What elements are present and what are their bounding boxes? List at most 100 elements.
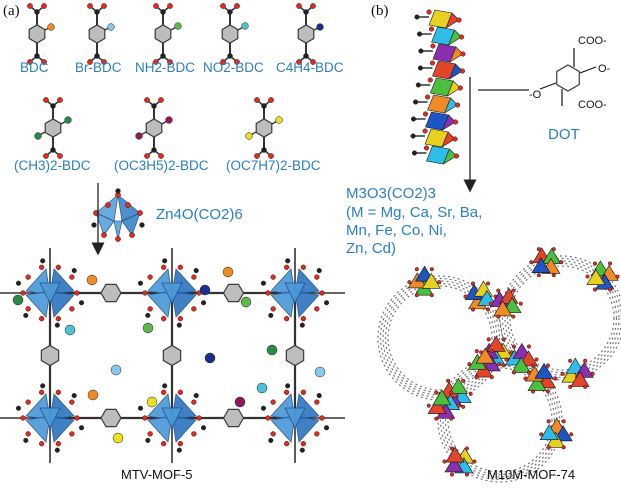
oxygen-atom	[115, 236, 121, 242]
oxygen-atom	[530, 363, 536, 368]
oxygen-atom	[39, 316, 45, 322]
oxygen-atom	[161, 264, 167, 270]
oxygen-atom	[57, 97, 63, 103]
oxygen-atom	[27, 59, 33, 65]
metal-octahedron	[475, 347, 495, 364]
carbon-atom	[303, 9, 309, 15]
oxygen-atom	[69, 431, 75, 437]
oxygen-atom	[559, 260, 564, 265]
substituent-sphere	[87, 389, 99, 401]
oxygen-atom	[536, 273, 541, 278]
oxygen-atom	[486, 337, 491, 342]
oxygen-atom	[530, 389, 536, 394]
oxygen-atom	[55, 441, 61, 447]
zn4o-sbu	[91, 188, 145, 242]
oxygen-atom	[536, 247, 541, 252]
oxygen-atom	[546, 419, 551, 424]
oxygen-atom	[446, 378, 451, 383]
rod-sbu-cluster	[426, 389, 461, 421]
oxygen-atom	[20, 415, 26, 421]
oxygen-atom	[20, 290, 26, 296]
oxygen-atom	[125, 202, 131, 208]
substituent-sphere	[112, 432, 124, 444]
metal-list-line-3: Zn, Cd)	[346, 240, 397, 257]
carbon-atom	[78, 425, 85, 431]
oxygen-atom	[300, 441, 306, 447]
oxygen-atom	[270, 431, 276, 437]
oxygen-atom	[427, 77, 433, 83]
oxygen-atom	[470, 307, 476, 312]
znO4-tetrahedron	[39, 282, 61, 304]
oxygen-atom	[545, 363, 551, 368]
znO4-tetrahedron	[121, 212, 141, 236]
carbon-atom	[200, 425, 207, 431]
oxygen-atom	[270, 274, 276, 280]
substituent-sphere	[142, 322, 154, 334]
oxygen-atom	[314, 399, 320, 405]
metal-octahedron	[441, 114, 456, 131]
oxygen-atom	[434, 390, 439, 395]
oxygen-atom	[429, 267, 434, 272]
linker-label-ch3-2-bdc: (CH3)2-BDC	[14, 158, 91, 173]
oxygen-atom	[464, 472, 470, 477]
oxygen-atom	[268, 97, 274, 103]
substituent-atom	[165, 116, 173, 124]
oxygen-atom	[501, 337, 506, 342]
panel-a-label: (a)	[3, 3, 20, 19]
oxygen-atom	[55, 264, 61, 270]
oxygen-atom	[144, 97, 150, 103]
oxygen-atom	[488, 301, 493, 306]
metal-octahedron	[586, 269, 606, 285]
oxygen-atom	[74, 415, 80, 421]
carbon-atom	[299, 447, 305, 453]
linker-label-oc3h5-2-bdc: (OC3H5)2-BDC	[114, 158, 209, 173]
oxygen-atom	[449, 472, 455, 477]
oxygen-atom	[455, 102, 461, 108]
metal-octahedron	[446, 80, 461, 97]
carbon-atom	[23, 437, 29, 443]
carbon-atom	[260, 405, 267, 411]
oxygen-atom	[568, 358, 573, 363]
oxygen-atom	[456, 403, 461, 408]
carbon-atom	[71, 393, 77, 399]
metal-octahedron	[539, 424, 559, 441]
carbon-atom	[137, 405, 144, 411]
carbon-atom	[23, 312, 29, 318]
substituent-sphere	[204, 352, 216, 364]
rod-sbu-cluster	[463, 280, 498, 312]
substituent-sphere	[110, 364, 122, 376]
carbon-atom	[176, 447, 182, 453]
metal-octahedron	[511, 356, 531, 373]
arrows	[91, 77, 529, 256]
oxygen-atom	[460, 51, 466, 57]
carbon-atom	[299, 322, 305, 328]
oxygen-atom	[468, 391, 473, 396]
metal-octahedron	[445, 446, 465, 463]
oxygen-atom	[41, 3, 47, 9]
oxygen-atom	[474, 375, 479, 380]
carbon-atom	[160, 9, 166, 15]
oxygen-atom	[142, 415, 148, 421]
zn4o-cluster	[15, 258, 85, 328]
oxygen-atom	[430, 43, 436, 49]
oxygen-atom	[101, 232, 107, 238]
oxygen-atom	[167, 3, 173, 9]
rod-formula: M3O3(CO2)3	[346, 185, 437, 202]
carbon-atom	[268, 312, 274, 318]
oxygen-atom	[496, 314, 501, 319]
panel-b-label: (b)	[371, 3, 389, 19]
oxygen-atom	[407, 280, 412, 285]
oxygen-atom	[561, 419, 566, 424]
oxygen-atom	[55, 389, 61, 395]
oxygen-atom	[284, 389, 290, 395]
carbon-atom	[54, 447, 60, 453]
benzene-ring	[28, 24, 46, 44]
rod-sbu-cluster	[560, 357, 595, 389]
benzene-ring	[100, 408, 122, 428]
caption-mtv-mof-5: MTV-MOF-5	[121, 467, 193, 482]
oxygen-atom	[489, 375, 494, 380]
znO4-tetrahedron	[161, 282, 183, 304]
rod-sbu-cluster	[529, 247, 564, 278]
oxygen-atom	[137, 210, 143, 216]
